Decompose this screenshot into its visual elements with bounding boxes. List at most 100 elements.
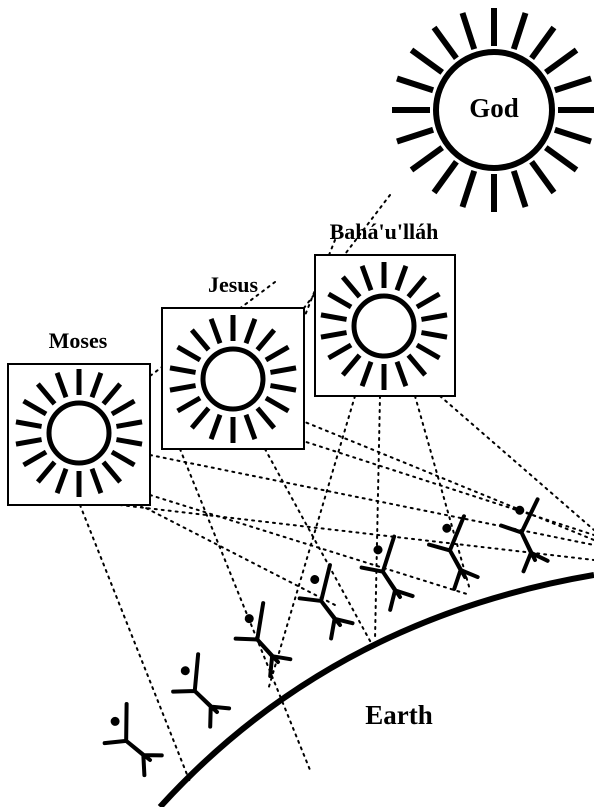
sun-ray — [89, 467, 104, 494]
sun-ray — [101, 460, 123, 484]
ray-line — [264, 448, 376, 651]
sun-disc — [200, 346, 266, 412]
sun-ray — [529, 25, 557, 60]
sun-ray — [529, 160, 557, 195]
people-group — [102, 497, 550, 778]
sun-ray — [176, 395, 202, 414]
god-label: God — [469, 93, 519, 123]
sun-ray — [406, 275, 428, 299]
ray-line — [299, 419, 594, 541]
person-head — [310, 574, 320, 584]
sun-ray — [269, 365, 297, 375]
sun-ray — [459, 169, 478, 208]
sun-ray — [243, 413, 258, 440]
sun-ray — [396, 126, 435, 145]
sun-ray — [35, 382, 57, 406]
sun-ray — [420, 330, 448, 340]
person-head — [110, 716, 120, 726]
person-body — [297, 563, 355, 641]
person-figure — [499, 497, 550, 574]
ray-line — [374, 395, 381, 641]
person-head — [244, 614, 254, 624]
sun-ray — [189, 328, 211, 352]
sun-ray — [396, 75, 435, 94]
person-body — [427, 514, 480, 591]
sun-ray — [544, 47, 579, 75]
sun-ray — [409, 47, 444, 75]
sun-ray — [406, 353, 428, 377]
jesus-sun-icon — [169, 315, 297, 443]
person-head — [180, 666, 190, 676]
sun-ray — [264, 344, 290, 363]
sun-ray — [115, 419, 143, 429]
sun-ray — [101, 382, 123, 406]
sun-ray — [15, 419, 43, 429]
person-figure — [359, 534, 415, 612]
sun-ray — [394, 265, 409, 292]
sun-ray — [459, 12, 478, 51]
sun-ray — [359, 360, 374, 387]
sun-ray — [255, 406, 277, 430]
ray-line — [267, 395, 356, 691]
moses-label: Moses — [49, 328, 108, 353]
sun-ray — [264, 395, 290, 414]
person-head — [373, 545, 383, 555]
sun-disc — [351, 293, 417, 359]
ray-line — [149, 454, 594, 546]
sun-ray — [169, 365, 197, 375]
sun-ray — [431, 25, 459, 60]
sun-ray — [320, 330, 348, 340]
person-body — [359, 534, 415, 612]
jesus-label: Jesus — [208, 272, 259, 297]
sun-ray — [54, 467, 69, 494]
sun-ray — [110, 449, 136, 468]
sun-ray — [269, 383, 297, 393]
sun-ray — [89, 372, 104, 399]
earth-label: Earth — [365, 700, 433, 730]
bahaullah-label: Bahá'u'lláh — [330, 219, 439, 244]
sun-ray — [15, 437, 43, 447]
sun-ray — [359, 265, 374, 292]
sun-ray — [189, 406, 211, 430]
sun-ray — [409, 145, 444, 173]
sun-ray — [255, 328, 277, 352]
sun-ray — [115, 437, 143, 447]
person-body — [102, 701, 164, 778]
sun-disc — [46, 400, 112, 466]
ray-line — [79, 504, 191, 783]
sun-ray — [243, 318, 258, 345]
sun-ray — [415, 342, 441, 361]
person-body — [171, 652, 232, 729]
sun-ray — [208, 413, 223, 440]
person-figure — [427, 514, 480, 591]
sun-ray — [327, 291, 353, 310]
person-body — [499, 497, 550, 574]
sun-ray — [510, 12, 529, 51]
god-sun-icon — [392, 8, 594, 212]
sun-ray — [35, 460, 57, 484]
sun-ray — [415, 291, 441, 310]
sun-ray — [54, 372, 69, 399]
sun-ray — [553, 126, 592, 145]
moses-sun-icon — [15, 369, 143, 497]
person-figure — [297, 563, 355, 641]
sun-ray — [22, 449, 48, 468]
sun-ray — [176, 344, 202, 363]
sun-ray — [394, 360, 409, 387]
sun-ray — [208, 318, 223, 345]
sun-ray — [22, 398, 48, 417]
ray-line — [439, 395, 594, 531]
sun-ray — [544, 145, 579, 173]
bahaullah-sun-icon — [320, 262, 448, 390]
earth-horizon-curve — [157, 572, 594, 807]
sun-ray — [340, 275, 362, 299]
sun-ray — [320, 312, 348, 322]
sun-ray — [327, 342, 353, 361]
person-body — [233, 601, 293, 679]
sun-ray — [110, 398, 136, 417]
person-head — [442, 523, 452, 533]
sun-disc — [433, 49, 555, 171]
ray-line — [139, 504, 336, 606]
sun-ray — [420, 312, 448, 322]
